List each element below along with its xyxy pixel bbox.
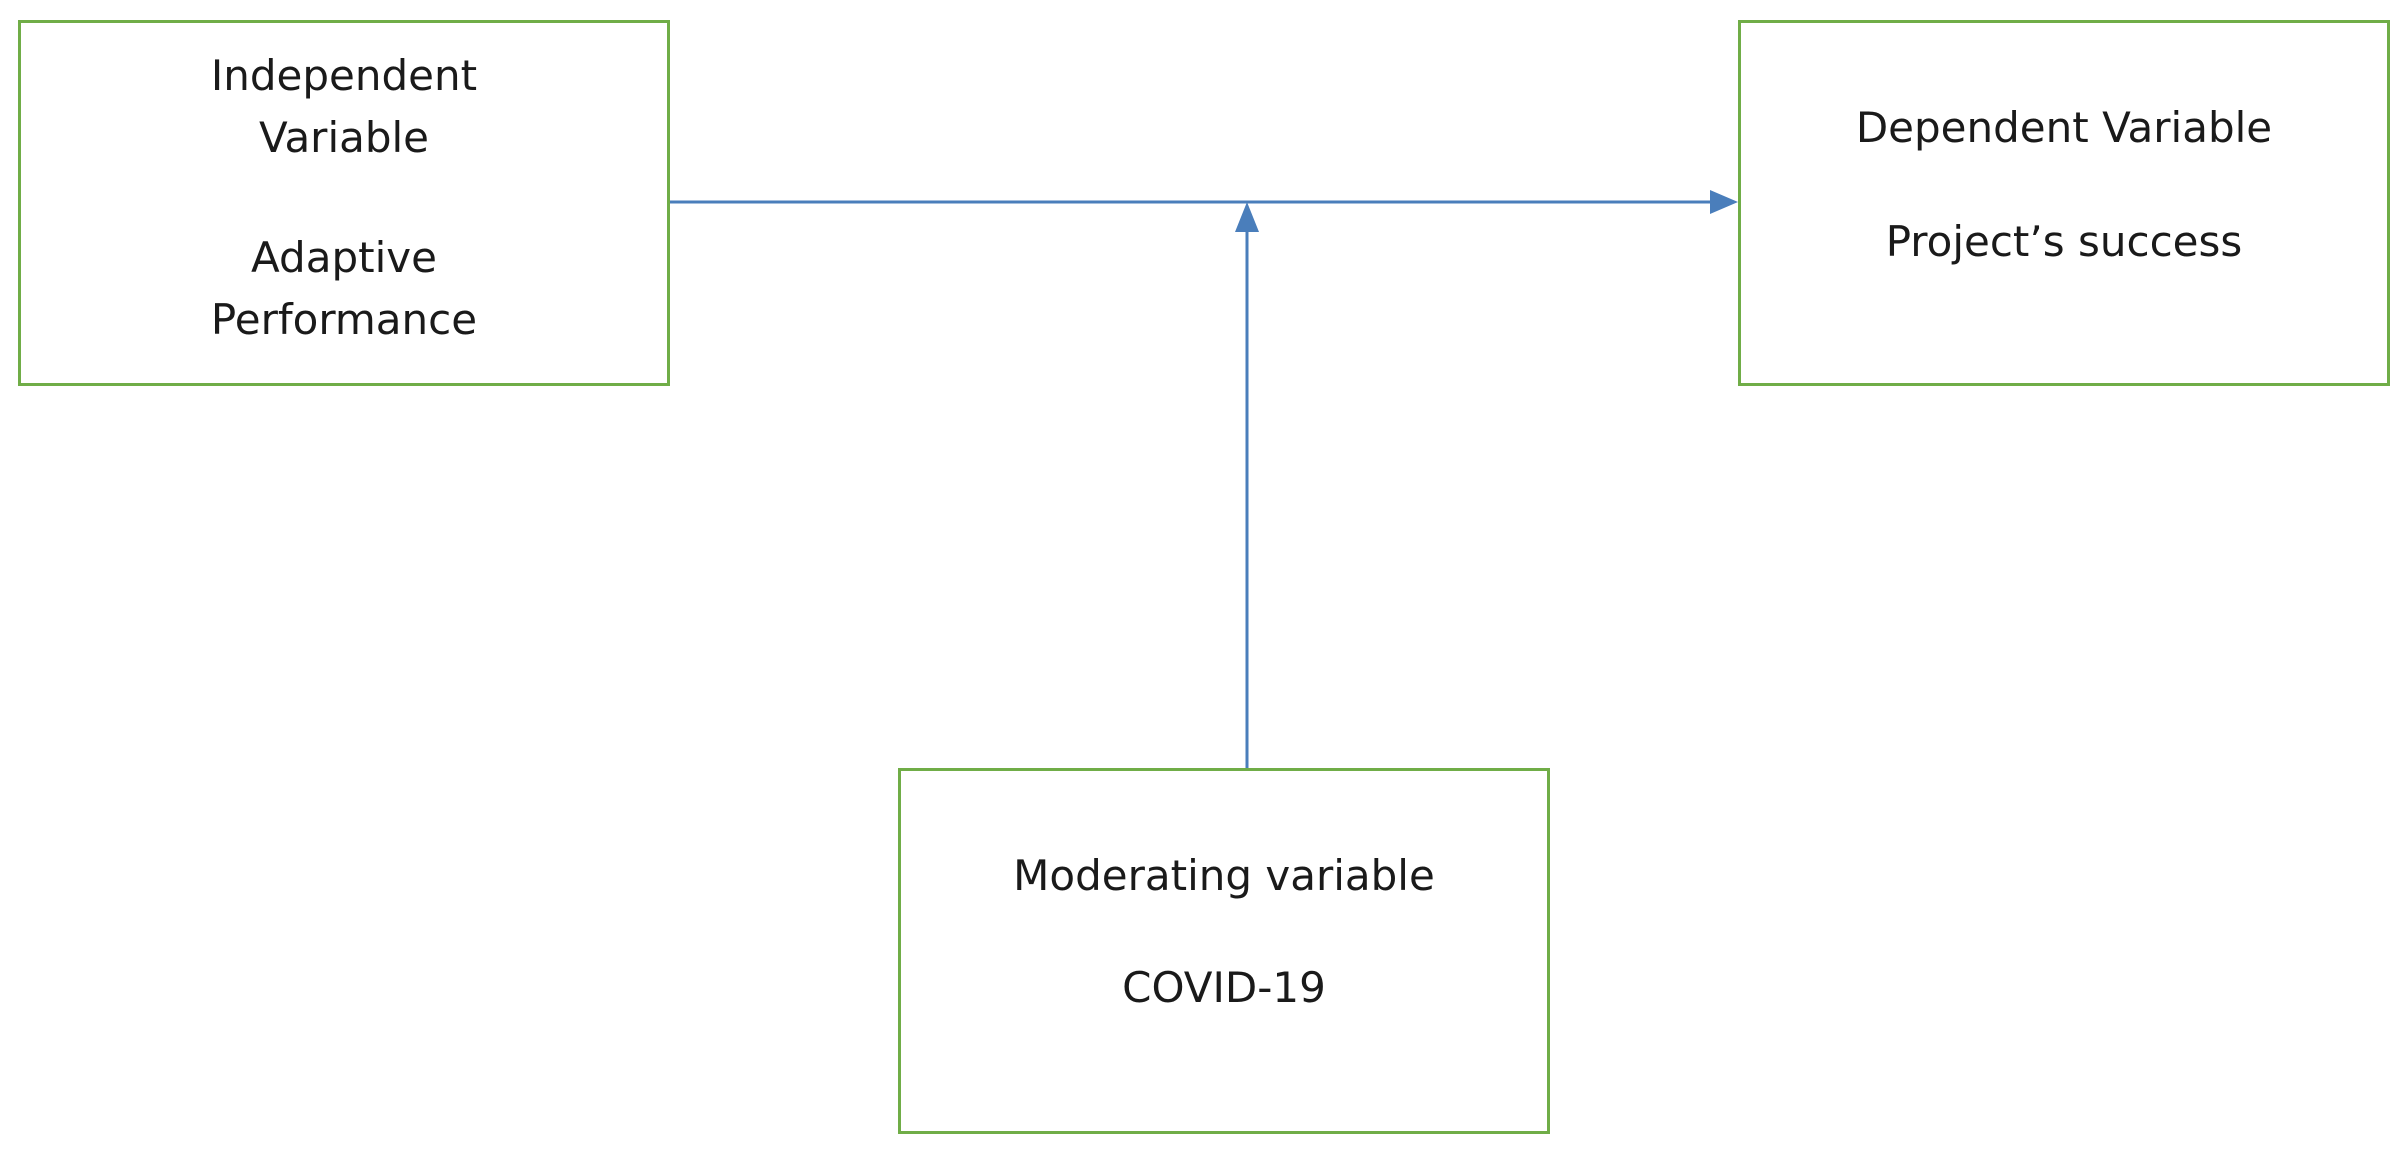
dependent-variable-label: Dependent Variable	[1855, 103, 2273, 152]
moderating-variable-box: Moderating variable COVID-19	[898, 768, 1550, 1134]
dependent-variable-name: Project’s success	[1885, 217, 2243, 266]
dependent-variable-box: Dependent Variable Project’s success	[1738, 20, 2390, 386]
arrowhead-right-icon	[1710, 190, 1738, 214]
independent-variable-label-line2: Variable	[258, 113, 430, 162]
arrowhead-up-icon	[1235, 202, 1259, 232]
independent-variable-box: Independent Variable Adaptive Performanc…	[18, 20, 670, 386]
moderating-variable-label: Moderating variable	[1013, 851, 1435, 900]
independent-variable-name-line2: Performance	[210, 295, 478, 344]
independent-variable-label-line1: Independent	[210, 51, 478, 100]
independent-variable-name-line1: Adaptive	[251, 233, 437, 282]
moderating-variable-name: COVID-19	[1122, 963, 1326, 1012]
